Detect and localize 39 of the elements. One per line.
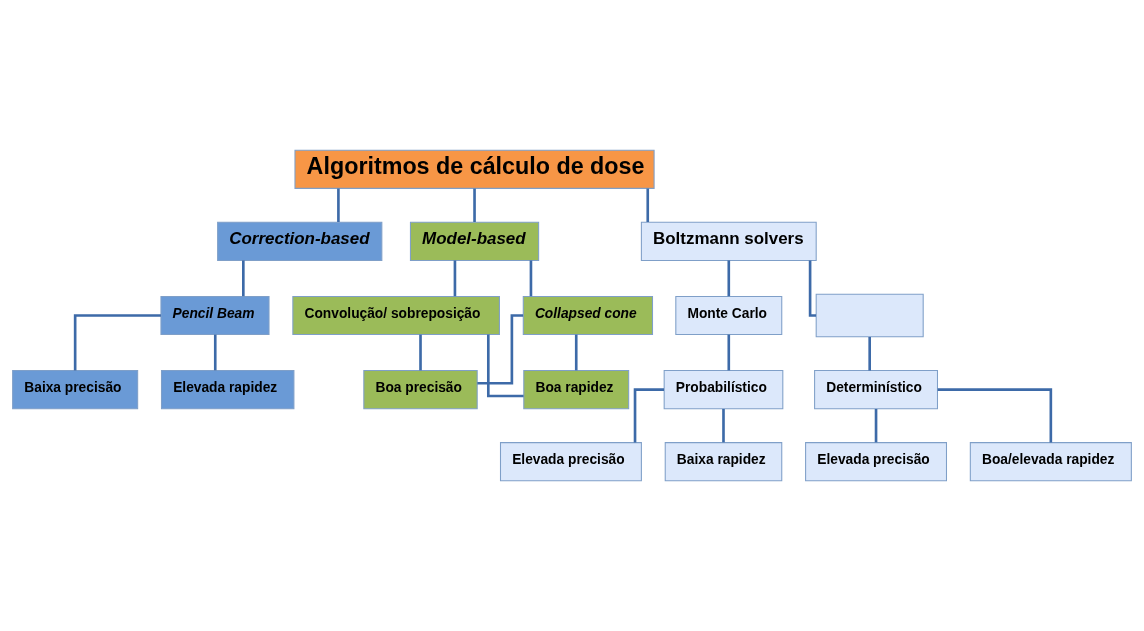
node-box: Algoritmos de cálculo de dose [294,149,655,189]
node-box: Elevada precisão [805,442,947,482]
node-box: Pencil Beam [160,295,270,336]
connector [477,314,524,385]
node-box: Collapsed cone [522,295,654,336]
connector [633,388,664,443]
node-box: Boa/elevada rapidez [969,442,1132,482]
connector [808,260,817,317]
node-box: Determinístico [814,370,938,410]
node-box [815,293,924,338]
node-box: Elevada precisão [499,442,642,482]
node-box: Baixa precisão [12,370,139,410]
connector [487,334,524,398]
connector [722,408,725,443]
connector [868,336,871,371]
node-box: Boa rapidez [523,370,630,410]
connector [574,334,578,371]
connector [242,260,245,297]
node-box: Convolução/ sobreposição [292,295,500,336]
node-box: Probabilístico [663,370,784,410]
connector [727,334,731,371]
node-box: Elevada rapidez [160,370,295,410]
connector [337,188,340,222]
connector [473,188,476,222]
connector [727,260,731,297]
node-box: Correction-based [217,221,383,261]
node-box: Monte Carlo [675,295,783,336]
connector [213,334,217,371]
node-box: Baixa rapidez [664,442,783,482]
node-box: Model-based [409,221,540,261]
connector [646,188,650,222]
node-box: Boltzmann solvers [640,221,817,261]
connector [419,334,422,371]
connector [529,260,533,297]
connector [937,388,1053,443]
connector [453,260,457,297]
connector [73,314,161,371]
node-box: Boa precisão [363,370,478,410]
connector [874,408,878,443]
